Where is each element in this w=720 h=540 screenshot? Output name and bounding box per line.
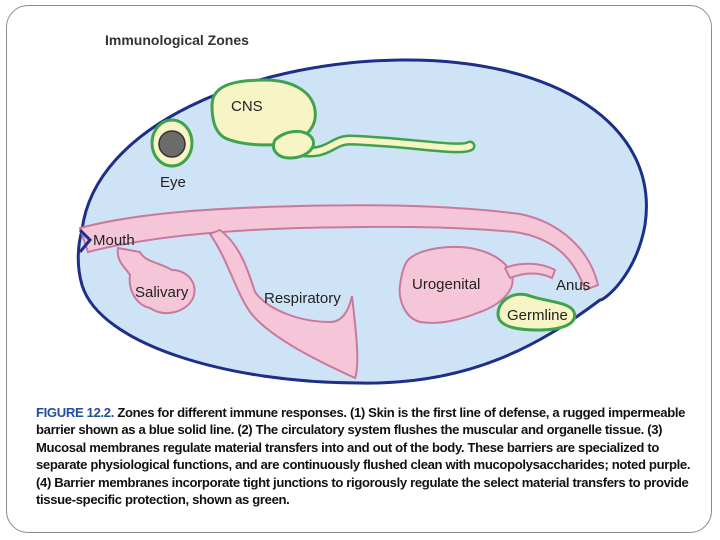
respiratory-label: Respiratory [264, 290, 341, 307]
germline-organ [496, 292, 577, 332]
figure-caption: FIGURE 12.2. Zones for different immune … [36, 404, 696, 508]
mouth-label: Mouth [93, 232, 135, 249]
mouth-opening [78, 228, 93, 253]
urogenital-label: Urogenital [412, 276, 480, 293]
eye-organ [150, 118, 194, 168]
anus-label: Anus [556, 277, 590, 294]
mucosal-tract [78, 204, 600, 380]
cns-label: CNS [231, 98, 263, 115]
caption-text: Zones for different immune responses. (1… [36, 405, 691, 508]
eye-label: Eye [160, 174, 186, 191]
germline-label: Germline [507, 307, 568, 324]
caption-label: FIGURE 12.2. [36, 405, 115, 420]
salivary-label: Salivary [135, 284, 189, 301]
diagram-title: Immunological Zones [105, 32, 249, 48]
cns-organ [210, 78, 476, 160]
